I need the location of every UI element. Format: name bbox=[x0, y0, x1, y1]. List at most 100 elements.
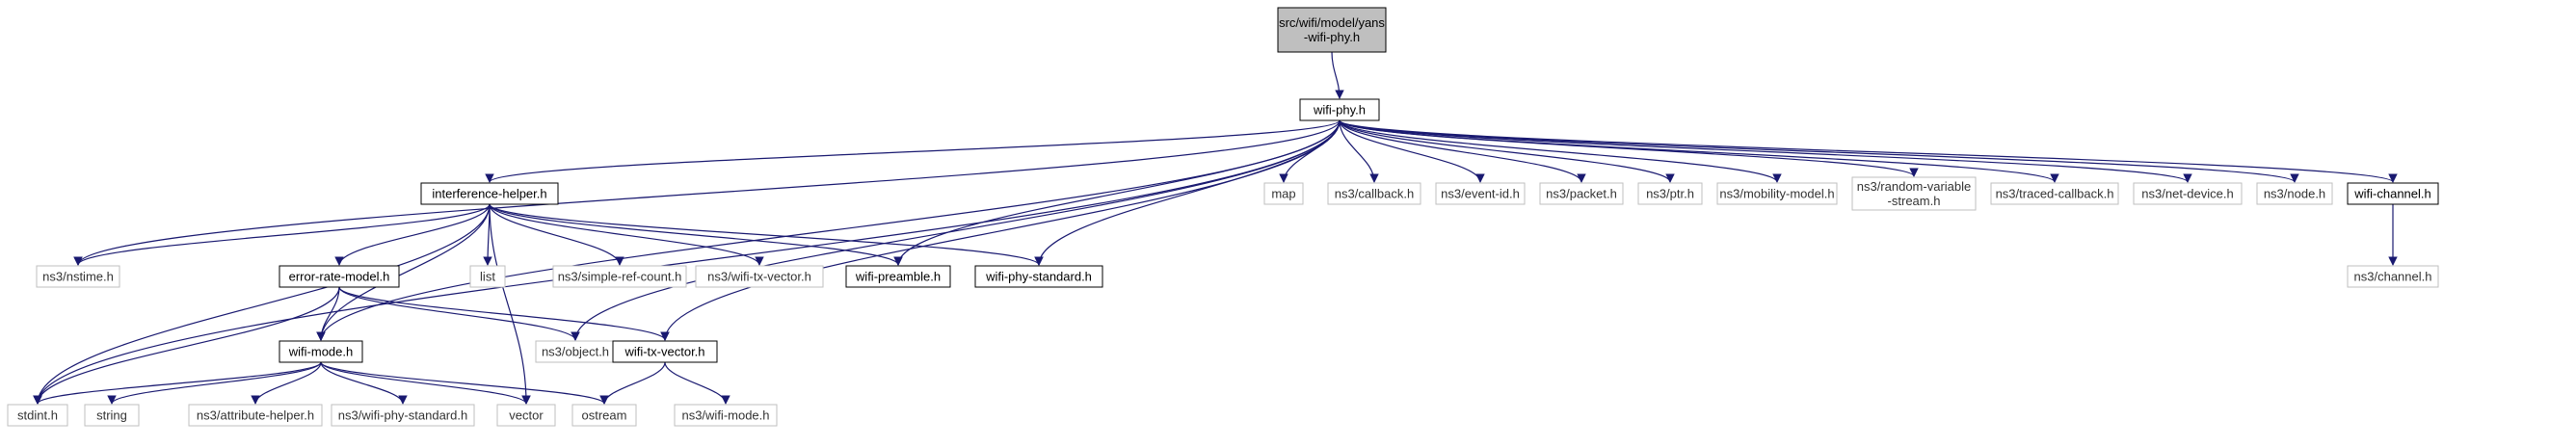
node-label-yans: src/wifi/model/yans bbox=[1279, 15, 1385, 30]
node-ns3txvec: ns3/wifi-tx-vector.h bbox=[695, 265, 824, 288]
node-box-phystd bbox=[974, 265, 1103, 288]
node-box-vector bbox=[496, 404, 556, 427]
edge-wifiphy-to-wifichannel bbox=[1339, 119, 2398, 183]
edge-wifiphy-to-mobility bbox=[1339, 119, 1782, 183]
node-box-string bbox=[84, 404, 140, 427]
dependency-edges bbox=[33, 51, 2398, 405]
node-interf[interactable]: interference-helper.h bbox=[420, 182, 559, 205]
node-map: map bbox=[1263, 182, 1304, 205]
node-wifichannel[interactable]: wifi-channel.h bbox=[2347, 182, 2439, 205]
edge-errrate-to-object bbox=[338, 286, 580, 341]
edge-errrate-to-txvector bbox=[338, 286, 670, 341]
node-box-nstime bbox=[36, 265, 120, 288]
node-random: ns3/random-variable-stream.h bbox=[1851, 176, 1977, 211]
node-label-vector: vector bbox=[509, 408, 544, 423]
node-box-map bbox=[1263, 182, 1304, 205]
node-node: ns3/node.h bbox=[2256, 182, 2333, 205]
node-ns3mode: ns3/wifi-mode.h bbox=[674, 404, 778, 427]
node-box-ptr bbox=[1637, 182, 1703, 205]
node-box-attr bbox=[188, 404, 323, 427]
edge-interf-to-phystd bbox=[489, 203, 1044, 266]
node-ns3channel: ns3/channel.h bbox=[2347, 265, 2439, 288]
node-errrate[interactable]: error-rate-model.h bbox=[279, 265, 400, 288]
node-label-wifiphy: wifi-phy.h bbox=[1313, 103, 1366, 118]
node-label-random: -stream.h bbox=[1888, 194, 1941, 208]
edge-wifiphy-to-ptr bbox=[1339, 119, 1675, 183]
node-label-errrate: error-rate-model.h bbox=[289, 270, 390, 284]
node-label-object: ns3/object.h bbox=[542, 345, 609, 359]
edge-wifimode-to-string bbox=[107, 361, 322, 405]
node-label-wifimode: wifi-mode.h bbox=[288, 345, 353, 359]
edge-wifimode-to-attr bbox=[251, 361, 322, 405]
node-netdevice: ns3/net-device.h bbox=[2133, 182, 2243, 205]
edge-wifiphy-to-traced bbox=[1339, 119, 2059, 183]
edge-wifimode-to-vector bbox=[320, 361, 531, 405]
edge-interf-to-vector bbox=[489, 203, 531, 405]
node-wifiphy[interactable]: wifi-phy.h bbox=[1299, 98, 1380, 121]
edge-wifimode-to-ns3phystd bbox=[320, 361, 408, 405]
node-label-list: list bbox=[480, 270, 495, 284]
edge-wifiphy-to-interf bbox=[485, 119, 1341, 183]
node-nstime: ns3/nstime.h bbox=[36, 265, 120, 288]
node-box-ns3channel bbox=[2347, 265, 2439, 288]
node-label-preamble: wifi-preamble.h bbox=[855, 270, 941, 284]
node-label-ns3phystd: ns3/wifi-phy-standard.h bbox=[338, 408, 467, 423]
node-attr: ns3/attribute-helper.h bbox=[188, 404, 323, 427]
node-box-stdint bbox=[7, 404, 68, 427]
node-label-node: ns3/node.h bbox=[2264, 187, 2325, 201]
node-traced: ns3/traced-callback.h bbox=[1990, 182, 2119, 205]
node-label-traced: ns3/traced-callback.h bbox=[1996, 187, 2114, 201]
node-label-eventid: ns3/event-id.h bbox=[1441, 187, 1520, 201]
node-ostream: ostream bbox=[571, 404, 637, 427]
node-phystd[interactable]: wifi-phy-standard.h bbox=[974, 265, 1103, 288]
edge-errrate-to-wifimode bbox=[316, 286, 340, 341]
edge-wifimode-to-ostream bbox=[320, 361, 609, 405]
node-box-callback bbox=[1327, 182, 1421, 205]
node-box-ns3phystd bbox=[331, 404, 475, 427]
edge-wifiphy-to-netdevice bbox=[1339, 119, 2192, 183]
node-label-ns3mode: ns3/wifi-mode.h bbox=[681, 408, 769, 423]
node-box-yans bbox=[1277, 7, 1387, 53]
node-preamble[interactable]: wifi-preamble.h bbox=[845, 265, 951, 288]
node-packet: ns3/packet.h bbox=[1539, 182, 1624, 205]
node-box-wifimode bbox=[279, 340, 363, 363]
node-mobility: ns3/mobility-model.h bbox=[1716, 182, 1838, 205]
node-label-nstime: ns3/nstime.h bbox=[42, 270, 114, 284]
node-object: ns3/object.h bbox=[535, 340, 616, 363]
node-label-simpleref: ns3/simple-ref-count.h bbox=[558, 270, 682, 284]
node-label-stdint: stdint.h bbox=[17, 408, 58, 423]
edge-wifiphy-to-callback bbox=[1339, 119, 1379, 183]
edge-wifiphy-to-txvector bbox=[660, 119, 1341, 341]
edge-interf-to-stdint bbox=[33, 203, 491, 405]
node-yans[interactable]: src/wifi/model/yans-wifi-phy.h bbox=[1277, 7, 1387, 53]
edge-wifiphy-to-stdint bbox=[33, 119, 1341, 405]
node-stdint: stdint.h bbox=[7, 404, 68, 427]
node-box-preamble bbox=[845, 265, 951, 288]
node-ns3phystd: ns3/wifi-phy-standard.h bbox=[331, 404, 475, 427]
node-box-interf bbox=[420, 182, 559, 205]
node-wifimode[interactable]: wifi-mode.h bbox=[279, 340, 363, 363]
node-box-node bbox=[2256, 182, 2333, 205]
node-label-wifichannel: wifi-channel.h bbox=[2353, 187, 2431, 201]
edge-wifiphy-to-node bbox=[1339, 119, 2299, 183]
node-label-map: map bbox=[1271, 187, 1295, 201]
node-label-string: string bbox=[96, 408, 127, 423]
node-box-ns3txvec bbox=[695, 265, 824, 288]
node-box-traced bbox=[1990, 182, 2119, 205]
edge-interf-to-wifimode bbox=[316, 203, 491, 341]
edge-interf-to-ns3txvec bbox=[489, 203, 764, 266]
edge-wifimode-to-stdint bbox=[33, 361, 322, 405]
node-box-eventid bbox=[1435, 182, 1526, 205]
node-box-txvector bbox=[612, 340, 718, 363]
node-label-callback: ns3/callback.h bbox=[1335, 187, 1414, 201]
node-simpleref: ns3/simple-ref-count.h bbox=[552, 265, 687, 288]
node-box-list bbox=[469, 265, 506, 288]
node-label-ostream: ostream bbox=[582, 408, 627, 423]
edge-yans-to-wifiphy bbox=[1331, 51, 1344, 99]
edge-wifiphy-to-nstime bbox=[73, 119, 1341, 266]
node-txvector[interactable]: wifi-tx-vector.h bbox=[612, 340, 718, 363]
node-label-attr: ns3/attribute-helper.h bbox=[197, 408, 314, 423]
node-box-errrate bbox=[279, 265, 400, 288]
edge-wifiphy-to-packet bbox=[1339, 119, 1586, 183]
